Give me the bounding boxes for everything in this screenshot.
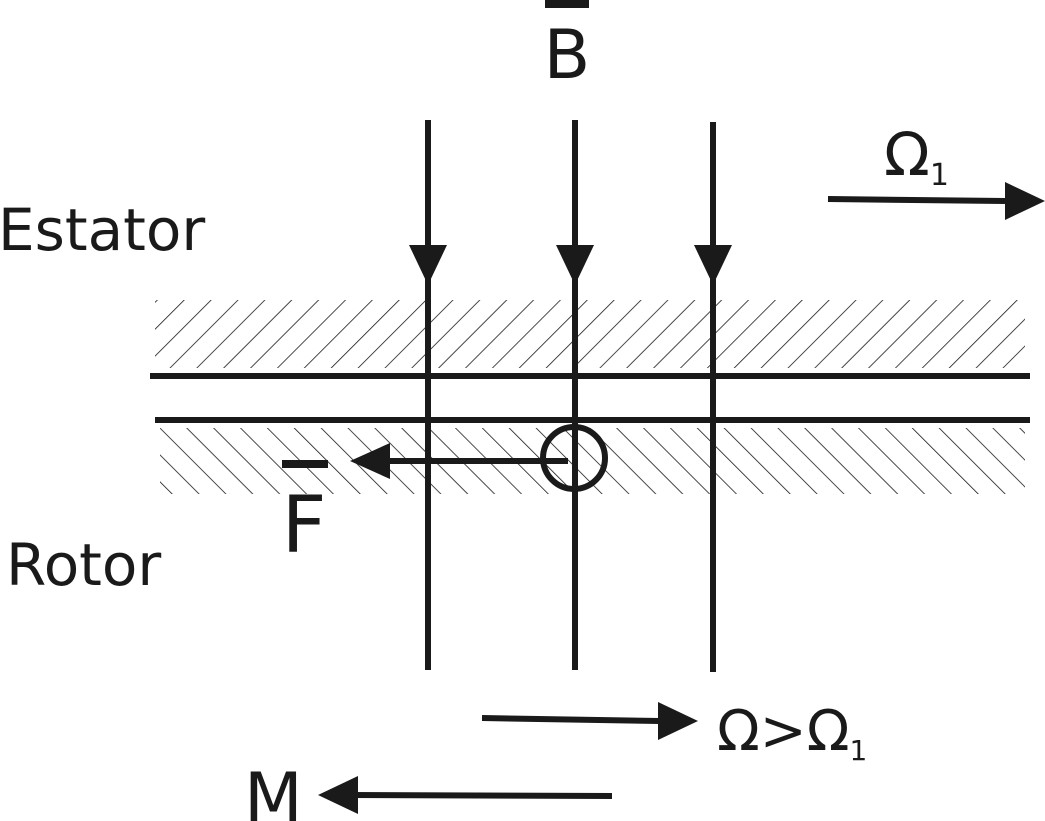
omega1-arrowhead	[1005, 182, 1045, 220]
omega1-symbol: Ω	[884, 120, 930, 190]
force-label: F	[282, 481, 327, 571]
omega1-subscript: 1	[930, 158, 949, 193]
omega1-label: Ω1	[884, 120, 949, 193]
omega1-arrow-shaft	[827, 196, 1006, 204]
rotor-speed-arrow-shaft	[481, 715, 661, 724]
stator-hatch	[155, 300, 1025, 368]
field-label-overbar	[545, 0, 589, 8]
stator-label: Estator	[0, 196, 205, 264]
torque-label: M	[244, 759, 303, 821]
rotor-label: Rotor	[6, 531, 161, 599]
torque-arrow-shaft	[349, 792, 613, 799]
field-arrowhead-1	[409, 245, 447, 285]
field-label: B	[544, 16, 591, 95]
rotor-speed-arrowhead	[658, 702, 698, 740]
rotor-speed-label: Ω>Ω1	[717, 699, 867, 767]
torque-arrowhead	[318, 776, 358, 814]
rotor-speed-subscript: 1	[850, 734, 868, 767]
field-arrowhead-3	[694, 245, 732, 285]
field-arrowhead-2	[556, 245, 594, 285]
force-arrowhead	[350, 443, 390, 479]
rotor-speed-prefix: Ω>Ω	[717, 699, 850, 764]
force-label-overbar	[282, 460, 328, 468]
